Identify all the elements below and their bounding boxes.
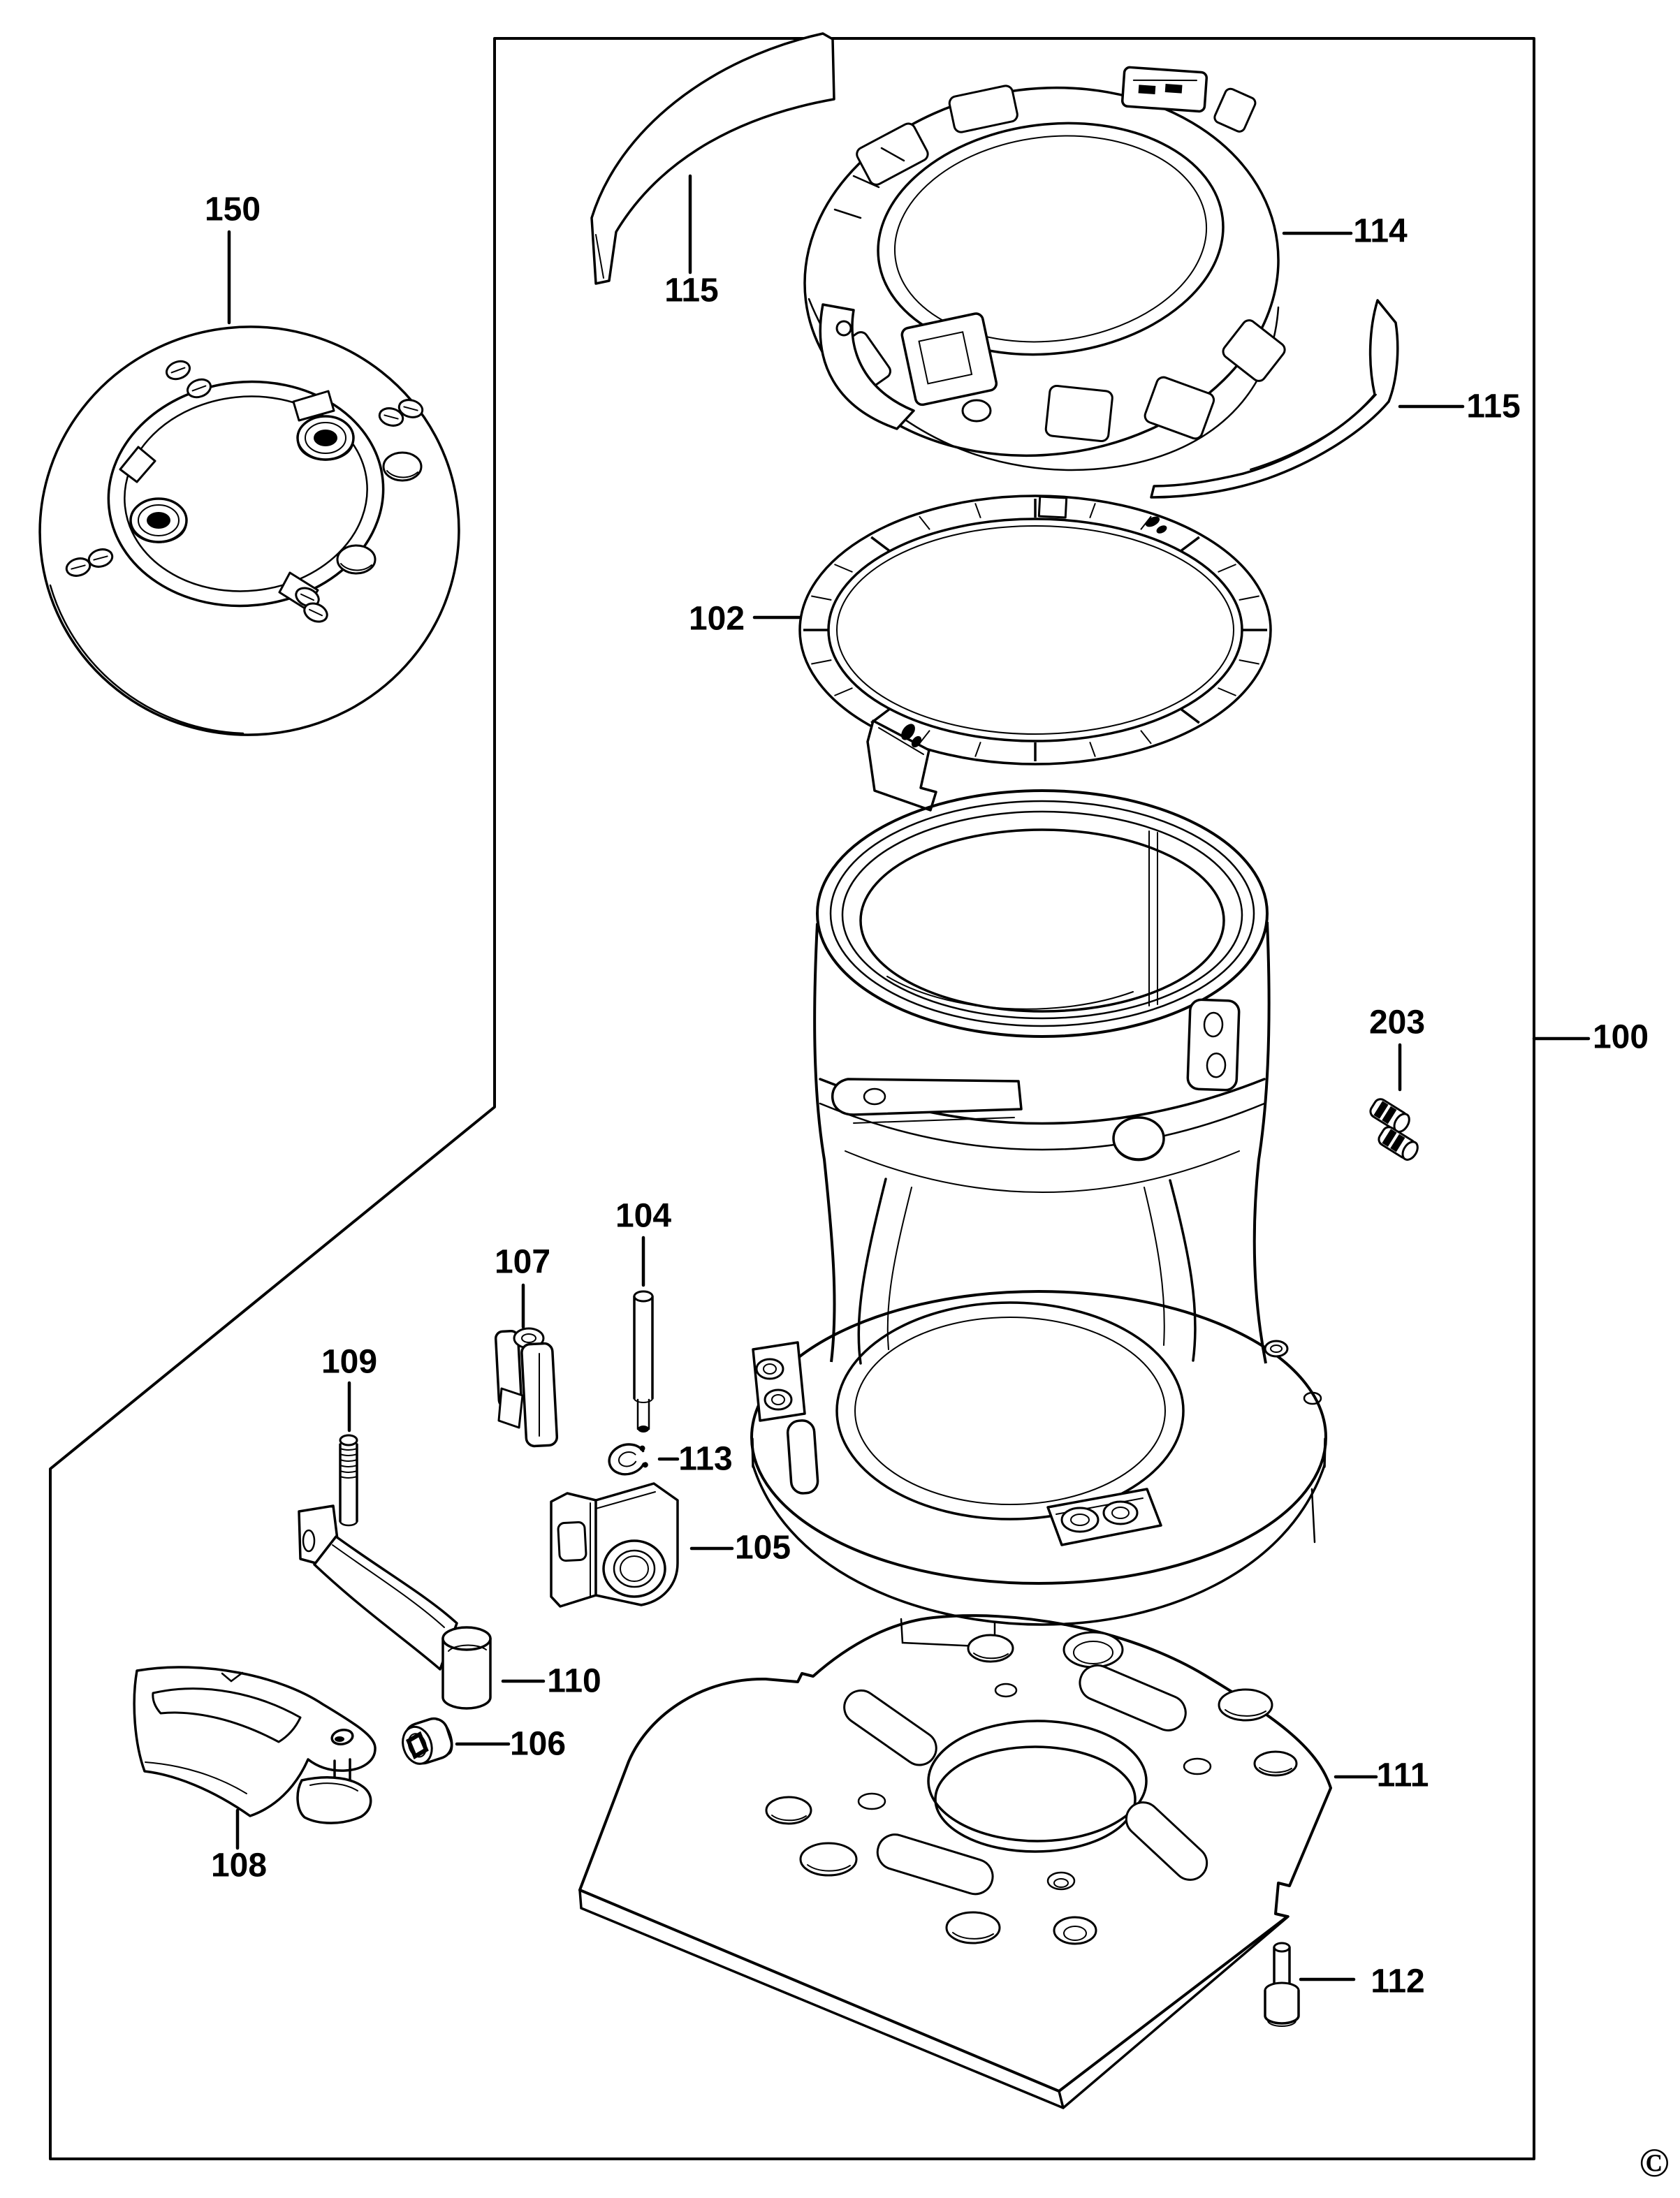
part-115-strip-left (590, 32, 835, 285)
part-113-e-clip (608, 1443, 648, 1476)
part-label-105: 105 (735, 1530, 791, 1567)
tick-mark (811, 595, 832, 601)
part-203-set-screws (1369, 1098, 1419, 1161)
tick-mark (834, 687, 853, 696)
tick-mark (974, 503, 981, 518)
part-label-112: 112 (1371, 1963, 1424, 2000)
part-label-104: 104 (615, 1198, 671, 1235)
part-104-pin (633, 1290, 654, 1433)
part-109-stud (339, 1434, 358, 1527)
tick-mark (1239, 595, 1259, 601)
tick-mark (811, 659, 832, 665)
tick-mark (1181, 708, 1200, 724)
part-label-203: 203 (1369, 1004, 1425, 1041)
latch-lever (819, 303, 998, 430)
part-105-clamp-bracket (550, 1482, 679, 1608)
part-107-latch (494, 1327, 559, 1448)
part-label-115R: 115 (1466, 388, 1520, 425)
tick-mark (1089, 503, 1096, 518)
part-111-subbase-plate (578, 1614, 1332, 2110)
part-102-depth-ring (798, 494, 1272, 812)
tick-mark (919, 515, 930, 530)
tick-mark (870, 536, 890, 552)
copyright-symbol: © (1639, 2140, 1669, 2185)
part-label-114: 114 (1353, 213, 1408, 250)
part-label-107: 107 (495, 1244, 550, 1281)
part-108-lock-lever (133, 1666, 377, 1824)
tick-mark (974, 742, 981, 757)
part-label-111: 111 (1377, 1757, 1429, 1794)
part-112-screw (1264, 1942, 1300, 2027)
screw-pair (65, 360, 424, 623)
tick-mark (1089, 742, 1096, 757)
tick-mark (834, 564, 853, 573)
top-tab (1120, 66, 1208, 113)
part-label-102: 102 (689, 601, 745, 638)
tick-mark (1218, 564, 1236, 573)
part-114-clamp-ring (803, 66, 1286, 471)
part-label-106: 106 (510, 1726, 566, 1763)
bushing-post (129, 497, 188, 543)
scale-tick-marks (803, 499, 1267, 761)
part-110-lever-link (298, 1504, 492, 1710)
boundary-box (49, 37, 1535, 2160)
part-label-109: 109 (321, 1344, 377, 1381)
part-label-110: 110 (547, 1663, 601, 1700)
part-115-strip-right (1150, 299, 1399, 499)
bushing-post (296, 415, 355, 461)
part-label-100: 100 (1593, 1019, 1649, 1056)
tick-mark (1181, 536, 1200, 552)
part-106-barrel-nut (402, 1717, 453, 1765)
part-label-113: 113 (678, 1441, 732, 1478)
tick-mark (1218, 687, 1236, 696)
part-label-108: 108 (211, 1847, 267, 1884)
part-label-150: 150 (205, 191, 261, 228)
tick-mark (1140, 730, 1152, 745)
part-label-115L: 115 (664, 272, 718, 309)
part-labels: 150 115 114 115 102 203 100 104 107 109 113 105 110 1… (205, 174, 1649, 2000)
part-100-base-assembly (750, 789, 1327, 1648)
part-150-subbase (38, 325, 460, 736)
tick-mark (1239, 659, 1259, 665)
clearance-hole (336, 451, 423, 575)
